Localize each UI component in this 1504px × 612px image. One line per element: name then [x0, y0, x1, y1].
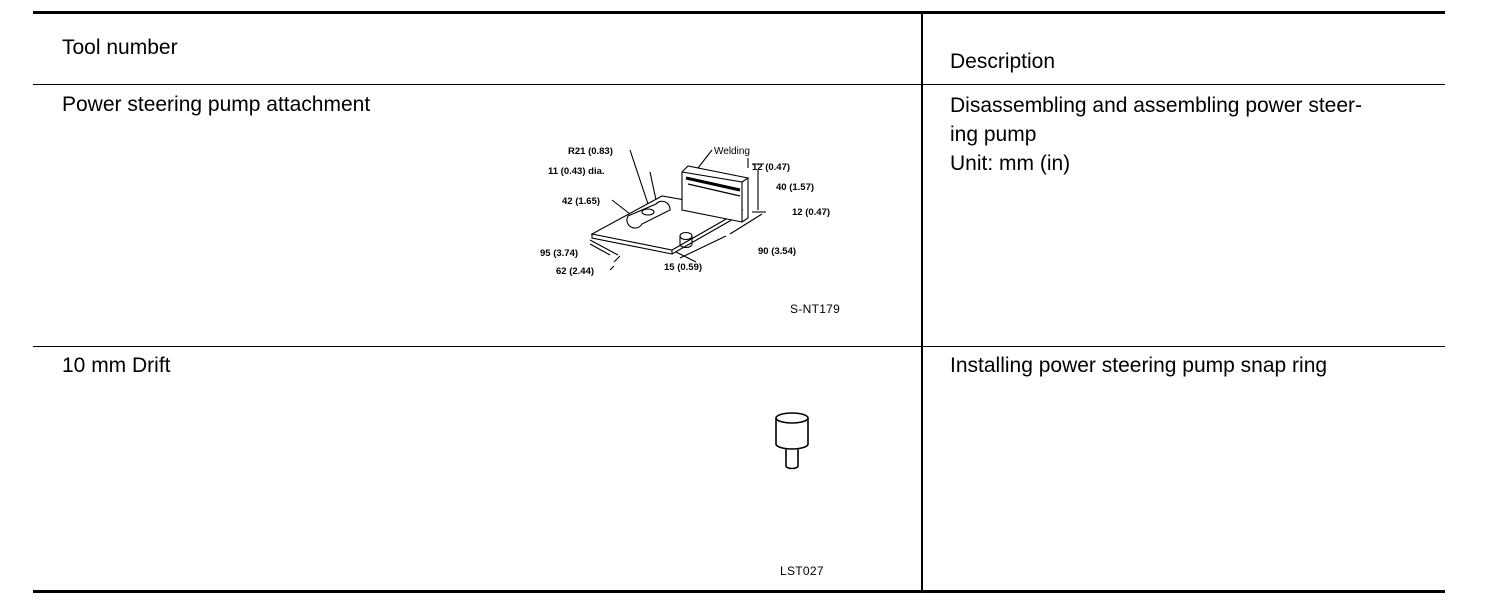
callout-12b: 12 (0.47): [792, 207, 830, 218]
table-bottom-rule: [33, 590, 1445, 593]
description-line: ing pump: [950, 123, 1037, 146]
callout-42: 42 (1.65): [562, 196, 600, 207]
callout-dia: 11 (0.43) dia.: [548, 166, 605, 177]
table-top-rule: [33, 11, 1445, 14]
column-divider-rule: [921, 11, 923, 593]
tool-name-drift: 10 mm Drift: [62, 354, 171, 377]
callout-12a: 12 (0.47): [752, 162, 790, 173]
description-drift: Installing power steering pump snap ring: [950, 354, 1328, 377]
figure-code-snt179: S-NT179: [790, 302, 841, 316]
description-line: Unit: mm (in): [950, 152, 1071, 175]
pump-attachment-illustration: R21 (0.83) 11 (0.43) dia. Welding 42 (1.…: [540, 146, 830, 277]
header-tool-number: Tool number: [62, 36, 178, 59]
description-line: Disassembling and assembling power steer…: [950, 94, 1363, 117]
callout-90: 90 (3.54): [758, 246, 796, 257]
header-description: Description: [950, 50, 1056, 73]
callout-welding: Welding: [714, 146, 750, 157]
callout-62: 62 (2.44): [556, 266, 594, 277]
callout-15: 15 (0.59): [664, 262, 702, 273]
tool-name-pump-attachment: Power steering pump attachment: [62, 93, 371, 116]
header-bottom-rule: [33, 84, 1445, 85]
callout-95: 95 (3.74): [540, 248, 578, 259]
drift-illustration: [775, 412, 809, 470]
figure-code-lst027: LST027: [780, 564, 824, 578]
description-pump-attachment: Disassembling and assembling power steer…: [950, 91, 1362, 178]
callout-40: 40 (1.57): [776, 182, 814, 193]
row-divider-rule: [33, 346, 1445, 347]
callout-r21: R21 (0.83): [568, 146, 613, 157]
